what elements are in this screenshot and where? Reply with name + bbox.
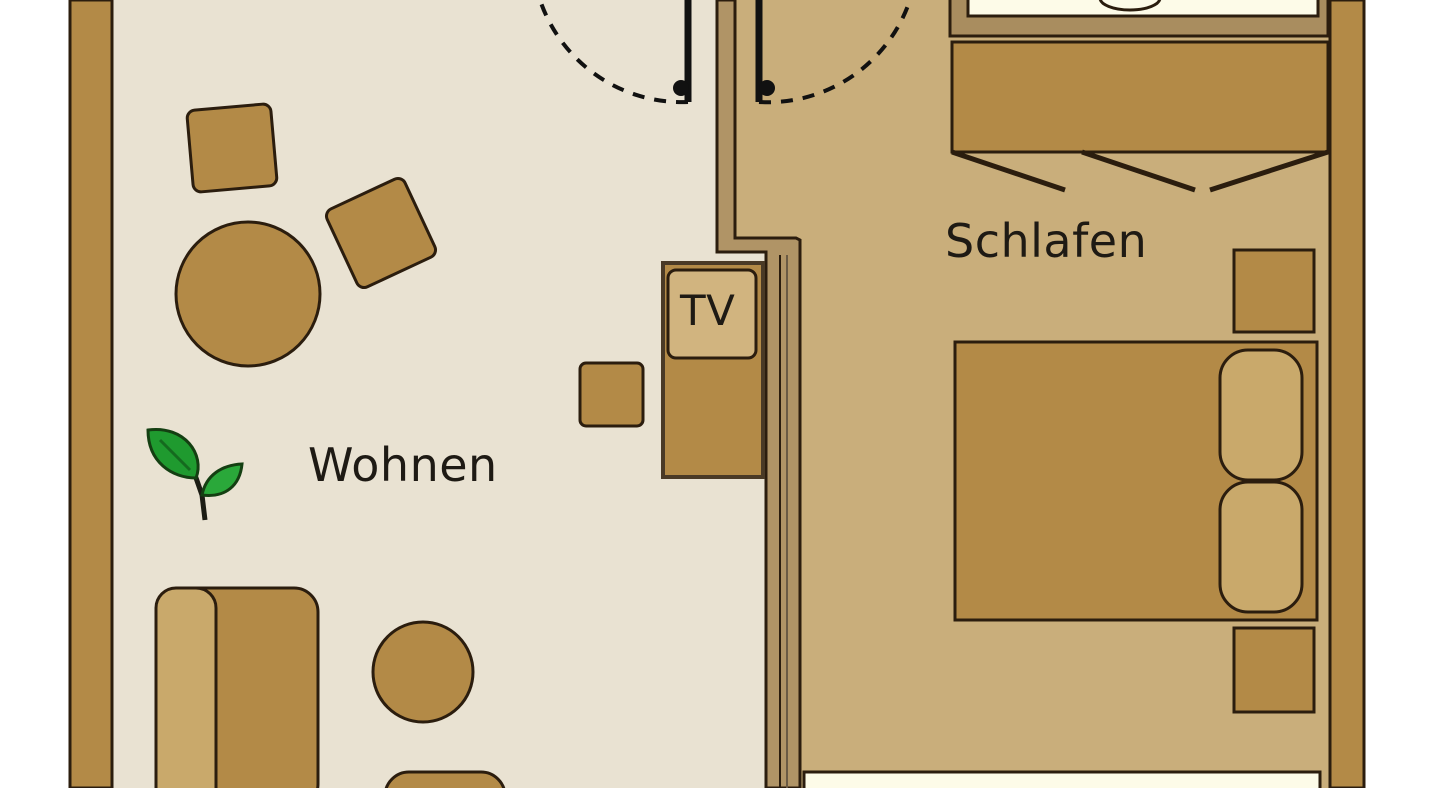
- door-living: [538, 0, 692, 105]
- outer-wall-left: [68, 0, 114, 788]
- tv-screen: [666, 268, 758, 360]
- outer-wall-right: [1328, 0, 1366, 788]
- nightstand-bottom: [1232, 626, 1316, 714]
- armchair: [384, 770, 506, 788]
- pillow-bottom: [1218, 480, 1304, 614]
- side-table: [578, 361, 645, 428]
- tv-label: TV: [680, 286, 736, 335]
- wardrobe: [950, 40, 1330, 154]
- window-top-sill-icon: [1098, 0, 1162, 12]
- sofa-armrest: [154, 586, 218, 788]
- chair-2: [324, 176, 438, 290]
- window-bottom: [802, 770, 1322, 788]
- dining-table: [174, 220, 322, 368]
- nightstand-top: [1232, 248, 1316, 334]
- plant-icon: [146, 428, 244, 521]
- pillow-top: [1218, 348, 1304, 482]
- room-label-wohnen: Wohnen: [308, 438, 498, 492]
- chair-1: [185, 102, 279, 194]
- wardrobe-door-lines: [951, 149, 1329, 193]
- coffee-table: [371, 620, 475, 724]
- room-label-schlafen: Schlafen: [945, 214, 1148, 268]
- door-bedroom: [755, 0, 912, 105]
